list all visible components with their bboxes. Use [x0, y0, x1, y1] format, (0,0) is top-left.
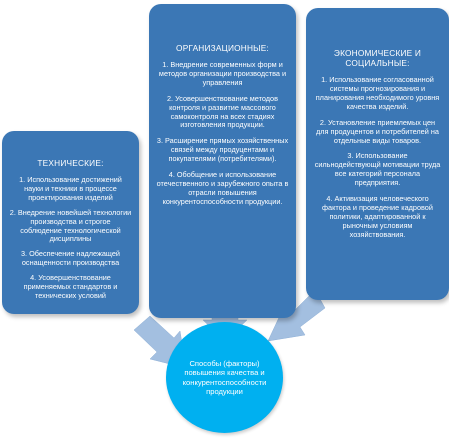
technical-factors-box: ТЕХНИЧЕСКИЕ: 1. Использование достижений… [2, 131, 139, 314]
organizational-item: 1. Внедрение современных форм и методов … [158, 60, 287, 87]
economic-item: 1. Использование согласованной системы п… [315, 75, 440, 111]
organizational-factors-box: ОРГАНИЗАЦИОННЫЕ: 1. Внедрение современны… [149, 4, 296, 318]
economic-item: 3. Использование сильнодействующй мотива… [314, 151, 441, 188]
organizational-title: ОРГАНИЗАЦИОННЫЕ: [176, 43, 269, 53]
organizational-item: 2. Усовершенствование методов контроля и… [167, 93, 278, 130]
central-goal-circle: Способы (факторы) повышения качества и к… [166, 322, 283, 433]
central-goal-label: Способы (факторы) повышения качества и к… [182, 358, 267, 396]
economic-item: 2. Установление приемлемых цен для проду… [316, 117, 439, 145]
technical-item: 2. Внедрение новейшей технологии произво… [9, 207, 132, 244]
technical-item: 3. Обеспечение надлежащей оснащенности п… [21, 249, 120, 268]
technical-item: 1. Использование достижений науки и техн… [19, 175, 122, 202]
technical-item: 4. Усовершенствование применяемых станда… [23, 273, 118, 300]
economic-item: 4. Активизация человеческого фактора и п… [322, 194, 433, 239]
organizational-item: 3. Расширение прямых хозяйственных связе… [156, 136, 289, 164]
economic-title: ЭКОНОМИЧЕСКИЕ И СОЦИАЛЬНЫЕ: [333, 48, 422, 69]
technical-title: ТЕХНИЧЕСКИЕ: [37, 158, 104, 168]
organizational-item: 4. Обобщение и использование отечественн… [156, 170, 289, 206]
economic-social-factors-box: ЭКОНОМИЧЕСКИЕ И СОЦИАЛЬНЫЕ: 1. Использов… [306, 8, 449, 300]
